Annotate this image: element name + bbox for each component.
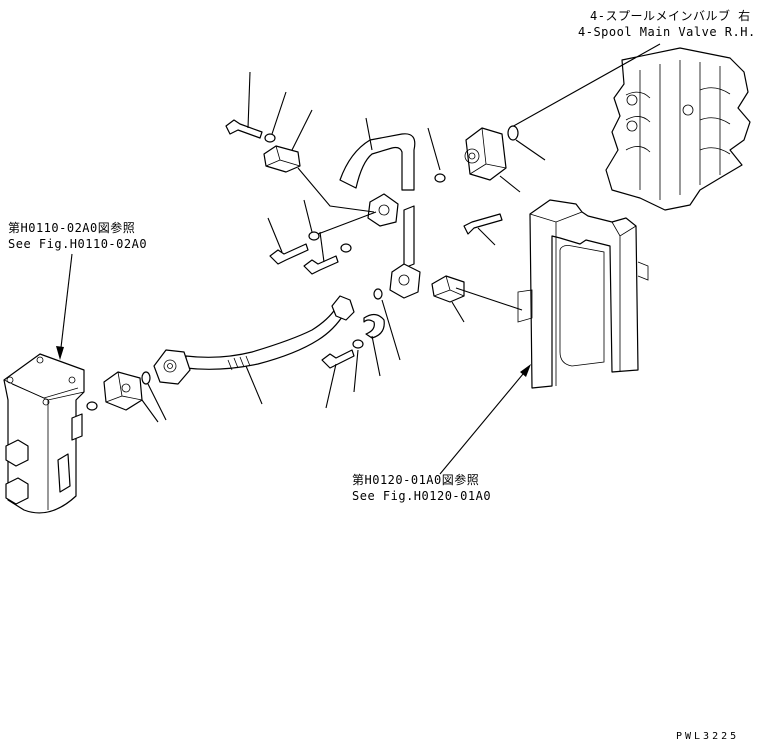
valve-label-en: 4-Spool Main Valve R.H.	[578, 25, 756, 39]
leader-line	[141, 399, 159, 423]
bolt	[303, 255, 339, 275]
o-ring	[507, 125, 519, 141]
o-ring	[373, 288, 383, 300]
ref2-label-en: See Fig.H0120-01A0	[352, 489, 491, 503]
leader-line	[515, 139, 546, 161]
pipe-vertical	[403, 205, 415, 269]
washer	[308, 231, 320, 241]
ref2-arrow-line	[439, 367, 529, 475]
hose	[185, 307, 345, 370]
bolt	[269, 243, 309, 265]
o-ring	[434, 173, 446, 183]
valve-label-jp: 4-スプールメインバルブ 右	[590, 8, 751, 23]
washer	[352, 339, 364, 349]
clamp	[431, 275, 465, 303]
pipe-upper-bend	[339, 133, 416, 191]
o-ring	[86, 401, 98, 411]
ref1-label-jp: 第H0110-02A0図参照	[8, 220, 135, 235]
leader-line	[381, 299, 401, 361]
hose-fitting	[331, 295, 355, 321]
elbow-fitting	[464, 127, 507, 181]
leader-line	[325, 363, 337, 409]
o-ring	[141, 371, 151, 385]
bolt	[321, 349, 355, 369]
ref1-arrowhead	[56, 346, 64, 360]
leader-line	[267, 217, 283, 253]
ref1-label-en: See Fig.H0110-02A0	[8, 237, 147, 251]
leader-line	[297, 167, 375, 213]
hose-flange	[153, 349, 191, 385]
frame-bracket	[517, 199, 649, 389]
leader-line	[317, 211, 377, 235]
hose-wrap-marks	[227, 355, 251, 371]
ref2-label-jp: 第H0120-01A0図参照	[352, 472, 479, 487]
clamp	[263, 145, 301, 173]
leader-line	[353, 349, 359, 393]
leader-line	[147, 383, 167, 421]
leader-line	[291, 109, 313, 151]
drawing-code: PWL3225	[676, 731, 739, 741]
filter-assembly	[3, 353, 85, 514]
leader-line	[371, 335, 381, 377]
leader-line	[303, 199, 313, 233]
half-clamp	[363, 313, 385, 339]
leader-line	[451, 301, 465, 323]
main-valve-drawing	[605, 47, 751, 211]
valve-leader-line	[509, 43, 661, 129]
leader-line	[499, 175, 521, 193]
bolt	[463, 213, 503, 235]
leader-line	[271, 91, 287, 135]
ref1-arrow-line	[59, 253, 73, 357]
leader-line	[247, 71, 251, 129]
leader-line	[365, 117, 373, 151]
leader-line	[477, 227, 496, 246]
leader-line	[427, 127, 441, 171]
ref2-arrowhead	[520, 364, 531, 377]
bolt	[225, 119, 263, 139]
split-flange-upper	[367, 193, 399, 227]
leader-line	[319, 231, 325, 263]
leader-line	[245, 365, 263, 405]
washer	[264, 133, 276, 143]
leader-line	[455, 287, 523, 311]
washer	[340, 243, 352, 253]
split-flange-lower	[389, 263, 421, 299]
split-flange-hose	[103, 371, 143, 411]
